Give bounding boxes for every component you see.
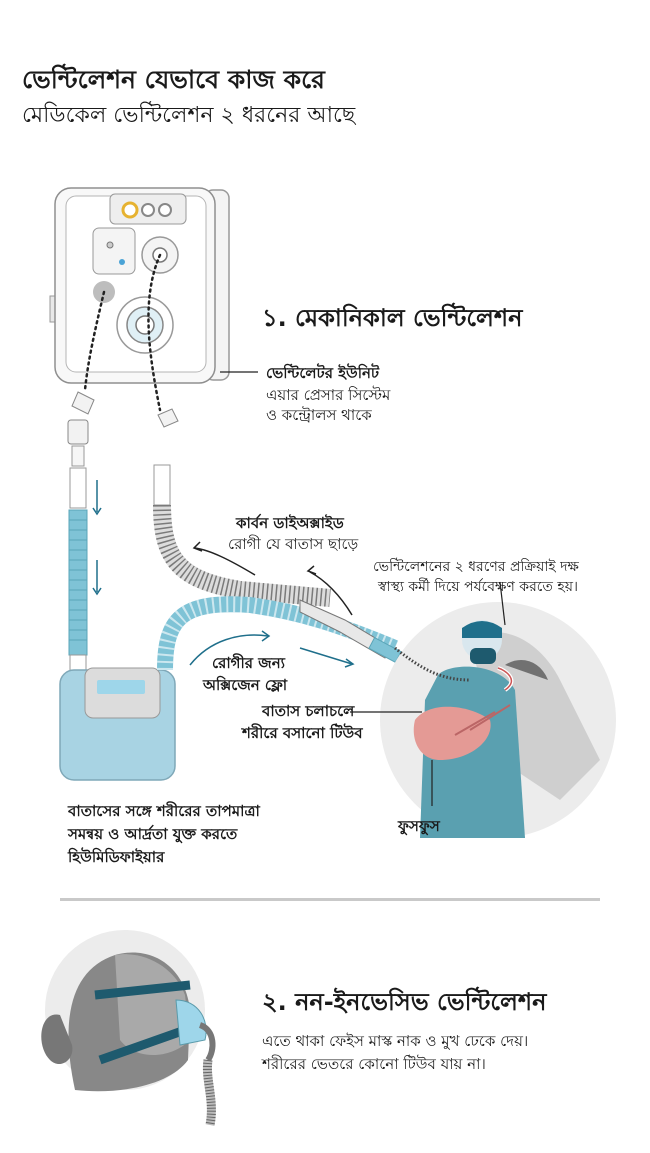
patient-scene [380,602,616,838]
right-tube [153,408,331,607]
section2-heading: ২. নন-ইনভেসিভ ভেন্টিলেশন [262,988,547,1016]
co2-desc: রোগী যে বাতাস ছাড়ে [228,535,359,553]
ventilator-unit-desc-1: এয়ার প্রেসার সিস্টেম [266,386,391,404]
section2-desc-1: এতে থাকা ফেইস মাস্ক নাক ও মুখ ঢেকে দেয়। [262,1032,529,1050]
section-divider [60,898,600,901]
tube-label-1: বাতাস চলাচলে [262,702,355,720]
ventilator-unit [49,187,230,384]
ventilator-unit-desc-2: ও কন্ট্রোলস থাকে [266,406,372,424]
co2-label: কার্বন ডাইঅক্সাইড [236,514,344,532]
oxygen-flow-label-2: অক্সিজেন ফ্লো [203,676,288,694]
section1-heading: ১. মেকানিকাল ভেন্টিলেশন [262,304,523,332]
left-tube [67,391,102,696]
supervision-note-2: স্বাস্থ্য কর্মী দিয়ে পর্যবেক্ষণ করতে হয… [378,579,578,595]
lungs-label: ফুসফুস [398,817,440,835]
oxygen-flow-label-1: রোগীর জন্য [212,654,286,672]
ventilator-unit-label: ভেন্টিলেটর ইউনিট [266,364,380,382]
humidifier-label-1: বাতাসের সঙ্গে শরীরের তাপমাত্রা [68,802,260,820]
humidifier [59,667,176,781]
mechanical-ventilation-illustration [49,187,616,838]
page-subtitle: মেডিকেল ভেন্টিলেশন ২ ধরনের আছে [22,103,356,128]
supervision-note-1: ভেন্টিলেশনের ২ ধরণের প্রক্রিয়াই দক্ষ [373,559,579,575]
humidifier-label-3: হিউমিডিফাইয়ার [68,848,165,866]
humidifier-label-2: সমন্বয় ও আর্দ্রতা যুক্ত করতে [68,825,238,843]
page-title: ভেন্টিলেশন যেভাবে কাজ করে [22,65,325,94]
tube-label-2: শরীরে বসানো টিউব [242,724,363,742]
section2-desc-2: শরীরের ভেতরে কোনো টিউব যায় না। [262,1055,486,1073]
